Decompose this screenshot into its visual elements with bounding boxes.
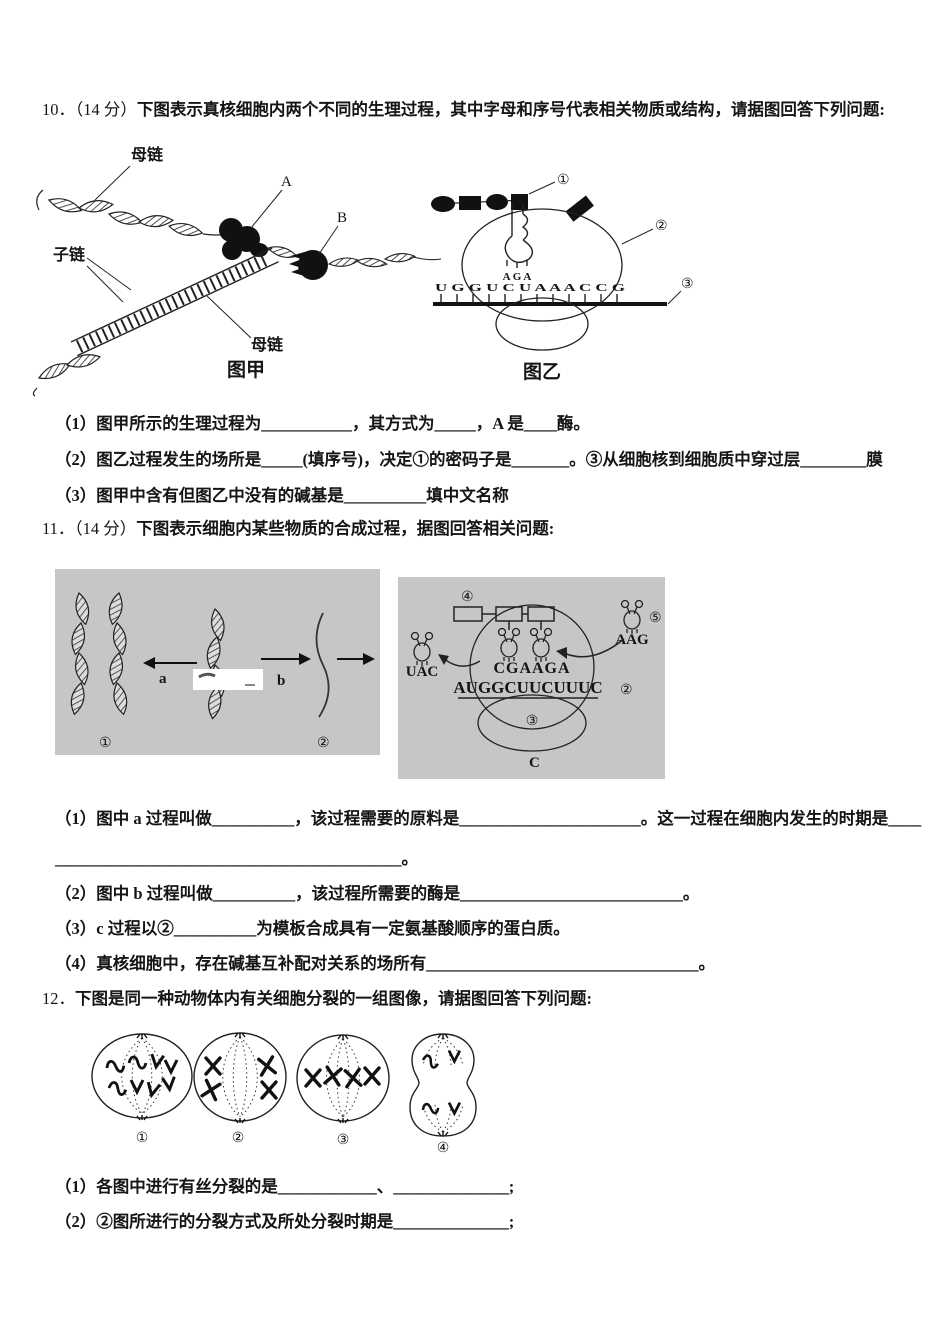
q10-stem: 下图表示真核细胞内两个不同的生理过程，其中字母和序号代表相关物质或结构，请据图回… <box>136 100 885 119</box>
label-mother-strand-bottom: 母链 <box>251 335 284 354</box>
mrna-sequence: U G G U C U A A A C C G <box>435 282 626 294</box>
q11-stem: 下图表示细胞内某些物质的合成过程，据图回答相关问题: <box>136 519 555 538</box>
aag-anticodon: AAG <box>615 632 649 648</box>
enzyme-a-blob <box>219 218 268 260</box>
label-cell-3: ③ <box>337 1133 350 1148</box>
q11-sub4: （4）真核细胞中，存在碱基互补配对关系的场所有_________________… <box>55 954 715 973</box>
label-daughter-strand: 子链 <box>53 245 86 264</box>
leader-n2 <box>621 228 654 245</box>
label-right-n5: ⑤ <box>649 611 662 626</box>
panel-bg <box>55 569 380 755</box>
q11-number: 11． <box>42 519 75 538</box>
label-cell-1: ① <box>136 1131 149 1146</box>
cell-3 <box>296 1034 390 1124</box>
q11-header: 11．（14 分）下图表示细胞内某些物质的合成过程，据图回答相关问题: <box>42 519 554 539</box>
anticodon-text: A G A <box>503 271 532 283</box>
parent-helix-top <box>36 189 228 237</box>
q11-score: （14 分） <box>74 519 137 538</box>
leader-n1 <box>528 181 556 195</box>
label-cell-4: ④ <box>437 1141 450 1156</box>
fig-yi-caption: 图乙 <box>523 361 561 383</box>
daughter-duplex-ladder <box>70 247 279 357</box>
fig-jia-caption: 图甲 <box>227 359 265 381</box>
cell-2 <box>193 1032 287 1124</box>
cell-4 <box>409 1033 477 1137</box>
label-a: A <box>281 174 292 190</box>
leader-daughter-1 <box>86 257 132 291</box>
peptide-chain <box>431 194 528 212</box>
label-b: B <box>337 210 347 226</box>
q12-stem: 下图是同一种动物体内有关细胞分裂的一组图像，请据图回答下列问题: <box>75 989 592 1008</box>
q12-sub2: （2）②图所进行的分裂方式及所处分裂时期是______________; <box>55 1212 515 1231</box>
label-left-n2: ② <box>317 736 330 751</box>
label-yi-n1: ① <box>557 173 570 188</box>
parent-helix-bottom <box>32 354 102 397</box>
q10-number: 10． <box>42 100 75 119</box>
new-helix-right <box>327 253 442 268</box>
label-right-n4: ④ <box>461 590 474 605</box>
leader-a <box>250 189 283 229</box>
anticodons-text: CGAAGA <box>493 660 570 677</box>
q12-sub1: （1）各图中进行有丝分裂的是____________、_____________… <box>55 1177 515 1196</box>
whiteout-patch <box>193 669 263 690</box>
q11-sub3: （3）c 过程以②__________为模板合成具有一定氨基酸顺序的蛋白质。 <box>55 919 570 938</box>
rna-strand <box>315 612 330 718</box>
cell-1 <box>91 1033 193 1121</box>
arrow-a <box>143 657 197 669</box>
arrow-right <box>337 653 375 665</box>
fig-q10-yi-translation: ① ② A G A U G G U C U A A A C C G ③ <box>431 173 694 383</box>
fig-q11-left-panel: ① a b ② <box>55 569 380 755</box>
q10-sub1: （1）图甲所示的生理过程为___________，其方式为_____，A 是__… <box>55 414 590 433</box>
fig-q12-cell-division: ① ② ③ <box>91 1032 477 1156</box>
q11-sub1: （1）图中 a 过程叫做__________，该过程需要的原料是________… <box>55 809 922 828</box>
ribosome-small <box>477 694 587 752</box>
peptide-rects <box>453 606 555 630</box>
q11-sub1-cont: ________________________________________… <box>55 849 418 868</box>
q11-sub2: （2）图中 b 过程叫做__________，该过程所需要的酶是________… <box>55 884 700 903</box>
leader-n3 <box>667 290 682 305</box>
q10-sub2: （2）图乙过程发生的场所是_____(填序号)，决定①的密码子是_______。… <box>55 450 883 469</box>
q12-number: 12． <box>42 989 75 1008</box>
trna <box>504 204 534 268</box>
panel-bg <box>398 577 665 779</box>
leader-mother-top <box>94 165 131 201</box>
q12-header: 12．下图是同一种动物体内有关细胞分裂的一组图像，请据图回答下列问题: <box>42 989 592 1009</box>
label-a-process: a <box>159 671 167 687</box>
label-yi-n3: ③ <box>681 277 694 292</box>
label-b-process: b <box>277 673 285 689</box>
ribosome-large <box>461 208 623 322</box>
leader-mother-bottom <box>206 295 252 339</box>
enzyme-b-blob <box>289 250 328 280</box>
label-yi-n2: ② <box>655 219 668 234</box>
q10-sub3: （3）图甲中含有但图乙中没有的碱基是__________填中文名称 <box>55 486 509 505</box>
strand-segment <box>266 246 298 258</box>
mrna-sequence: AUGGCUUCUUUC <box>453 678 602 697</box>
q10-header: 10．（14 分）下图表示真核细胞内两个不同的生理过程，其中字母和序号代表相关物… <box>42 100 885 120</box>
fig-q10-jia-dna-replication: 母链 子链 母链 A B 图甲 <box>32 145 442 397</box>
fig-q11-right-panel: ④ UAC ⑤ AAG CGAAGA AUGGCUUCUUUC ② <box>398 577 665 779</box>
label-left-n1: ① <box>99 736 112 751</box>
free-amino-acid <box>565 195 594 222</box>
dna-helix-pair <box>70 592 128 716</box>
label-right-n2: ② <box>620 683 633 698</box>
q10-score: （14 分） <box>75 100 137 119</box>
label-mother-strand-top: 母链 <box>131 145 164 164</box>
ribosome-small <box>495 297 589 351</box>
arrow-b <box>261 653 311 665</box>
label-right-n3: ③ <box>526 714 539 729</box>
arrow-incoming <box>563 638 625 658</box>
ribosome-circle <box>469 604 595 730</box>
leader-daughter-2 <box>86 265 124 303</box>
leader-b <box>318 225 339 255</box>
label-cell-2: ② <box>232 1131 245 1146</box>
uac-anticodon: UAC <box>406 664 439 680</box>
label-c-process: C <box>529 755 540 771</box>
